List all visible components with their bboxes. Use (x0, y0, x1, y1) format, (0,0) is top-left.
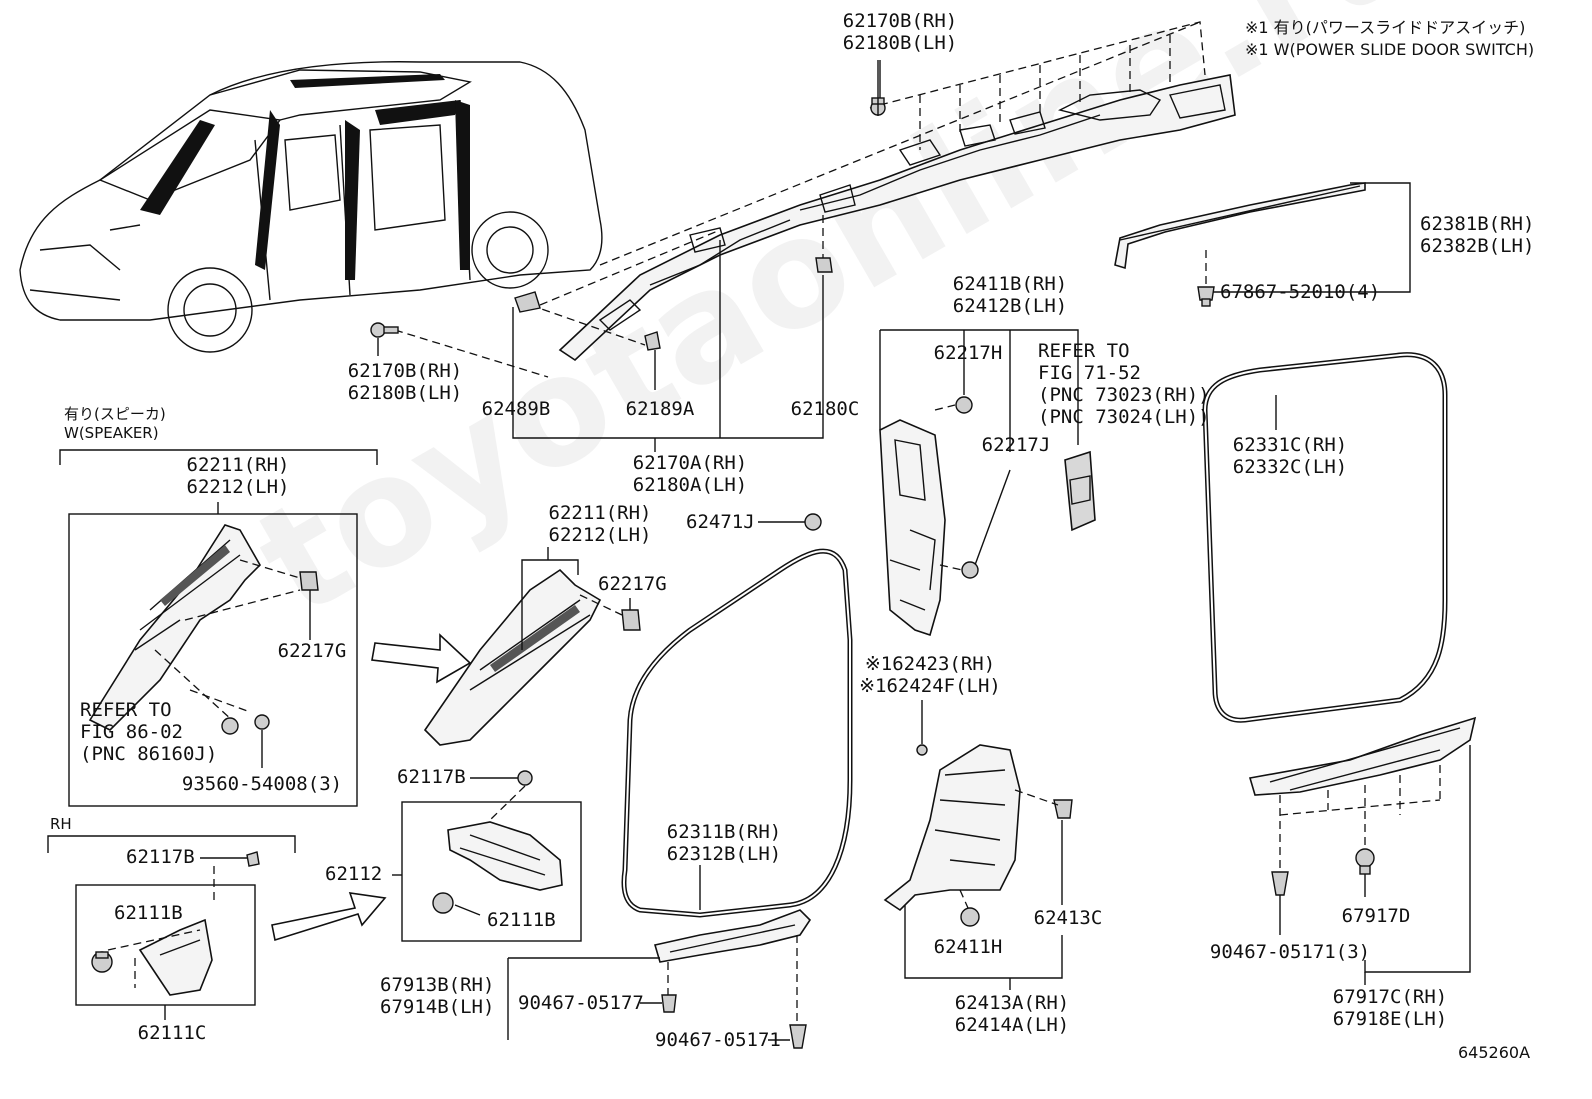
label-62112[interactable]: 62112 (325, 863, 383, 885)
clip-62111b-mid-icon (432, 892, 454, 914)
clip-62189a-icon (644, 331, 661, 351)
rear-door-seal (1202, 352, 1448, 723)
clip-62217g-mid-icon (621, 609, 641, 631)
front-scuff-plate (653, 909, 812, 963)
label-62111c[interactable]: 62111C (137, 1022, 207, 1044)
screw-icon (221, 714, 270, 735)
label-62489b[interactable]: 62489B (481, 398, 551, 420)
a-pillar-lower-trim-speaker (88, 524, 261, 731)
label-refer-71[interactable]: REFER TO FIG 71-52 (PNC 73023(RH)) (PNC … (1038, 340, 1210, 428)
clip-62180c-icon (815, 257, 833, 273)
label-62180c[interactable]: 62180C (790, 398, 860, 420)
label-clip-05177[interactable]: 90467-05177 (518, 992, 644, 1014)
cowl-side-trim-left (138, 918, 213, 996)
label-scuff-rear[interactable]: 67917C(RH) 67918E(LH) (1332, 986, 1448, 1030)
label-speaker-jp: 有り(スピーカ) (64, 405, 166, 423)
b-pillar-lower-trim (883, 744, 1021, 912)
label-rear-clip-group[interactable]: 90467-05171(3) (1209, 941, 1371, 963)
label-pillar-a[interactable]: 62170A(RH) 62180A(LH) (632, 452, 748, 496)
rear-scuff-plate (1248, 716, 1477, 796)
clip-67917d-icon (1355, 848, 1375, 875)
speaker-box (68, 513, 358, 807)
label-switch-part[interactable]: ※162423(RH) ※162424F(LH) (859, 653, 1001, 697)
label-screw-93560[interactable]: 93560-54008(3) (181, 773, 343, 795)
label-67917d[interactable]: 67917D (1341, 905, 1411, 927)
label-62117b-mid[interactable]: 62117B (397, 766, 466, 788)
a-pillar-lower-trim-mid (423, 568, 602, 746)
clip-05171-icon (789, 1024, 807, 1049)
label-roof-clip[interactable]: 67867-52010(4) (1220, 281, 1381, 303)
label-62189a[interactable]: 62189A (625, 398, 695, 420)
note-jp: ※1 有り(パワースライドドアスイッチ) (1245, 18, 1526, 37)
roof-side-rail-trim (394, 21, 1236, 378)
label-rh: RH (50, 815, 72, 833)
label-62111b-left[interactable]: 62111B (114, 902, 183, 924)
label-top-bolt[interactable]: 62170B(RH) 62180B(LH) (842, 10, 958, 54)
label-refer-86[interactable]: REFER TO FIG 86-02 (PNC 86160J) (80, 699, 218, 765)
label-rear-seal[interactable]: 62331C(RH) 62332C(LH) (1232, 434, 1348, 478)
b-pillar-upper-trim (879, 419, 946, 637)
note-en: ※1 W(POWER SLIDE DOOR SWITCH) (1245, 40, 1535, 59)
arrow-2 (271, 892, 387, 942)
label-roof-trim[interactable]: 62381B(RH) 62382B(LH) (1420, 213, 1535, 257)
clip-62217h-icon (955, 396, 973, 414)
label-left-bolt[interactable]: 62170B(RH) 62180B(LH) (347, 360, 463, 404)
label-62117b-left[interactable]: 62117B (126, 846, 195, 868)
clip-62111b-left-icon (91, 951, 113, 973)
label-62411h[interactable]: 62411H (933, 936, 1003, 958)
label-front-seal[interactable]: 62311B(RH) 62312B(LH) (666, 821, 782, 865)
arrow-1 (371, 633, 472, 684)
clip-62489b-icon (514, 291, 541, 313)
label-box-a-title[interactable]: 62211(RH) 62212(LH) (186, 454, 290, 498)
clip-62217j-icon (961, 561, 979, 579)
power-slide-switch (1064, 450, 1096, 532)
cowl-side-trim-mid (447, 821, 563, 891)
label-speaker-en: W(SPEAKER) (64, 424, 159, 442)
cowl-box (401, 801, 582, 942)
label-mid-clip[interactable]: 62217G (598, 573, 667, 595)
label-62471j[interactable]: 62471J (686, 511, 755, 533)
clip-62411h-icon (960, 907, 980, 927)
vehicle-illustration (19, 61, 603, 353)
label-lower-b[interactable]: 62413A(RH) 62414A(LH) (954, 992, 1070, 1036)
label-62111b-mid[interactable]: 62111B (487, 909, 556, 931)
label-62217h[interactable]: 62217H (933, 342, 1003, 364)
clip-rear-05171-icon (1271, 871, 1289, 896)
clip-05177-icon (661, 994, 677, 1013)
label-b-pillar-trim[interactable]: 62411B(RH) 62412B(LH) (952, 273, 1068, 317)
label-box-a-clip[interactable]: 62217G (277, 640, 347, 662)
roof-clip-icon (1197, 286, 1215, 307)
label-62217j[interactable]: 62217J (981, 434, 1051, 456)
clip-62423-icon (916, 744, 928, 756)
figure-id: 645260A (1458, 1043, 1531, 1062)
clip-62413c-icon (1053, 799, 1073, 819)
clip-62471j-icon (804, 513, 822, 531)
label-62413c[interactable]: 62413C (1033, 907, 1103, 929)
front-door-seal (621, 548, 853, 918)
clip-62117b-mid-icon (517, 770, 533, 786)
label-scuff-front[interactable]: 67913B(RH) 67914B(LH) (380, 974, 495, 1018)
label-mid-title[interactable]: 62211(RH) 62212(LH) (548, 502, 652, 546)
left-bolt-icon (370, 322, 399, 338)
roof-trim-strip (1114, 182, 1366, 270)
clip-62117b-left-icon (246, 851, 260, 867)
label-clip-05171[interactable]: 90467-05171 (655, 1029, 781, 1051)
clip-62217g-icon (299, 571, 319, 591)
